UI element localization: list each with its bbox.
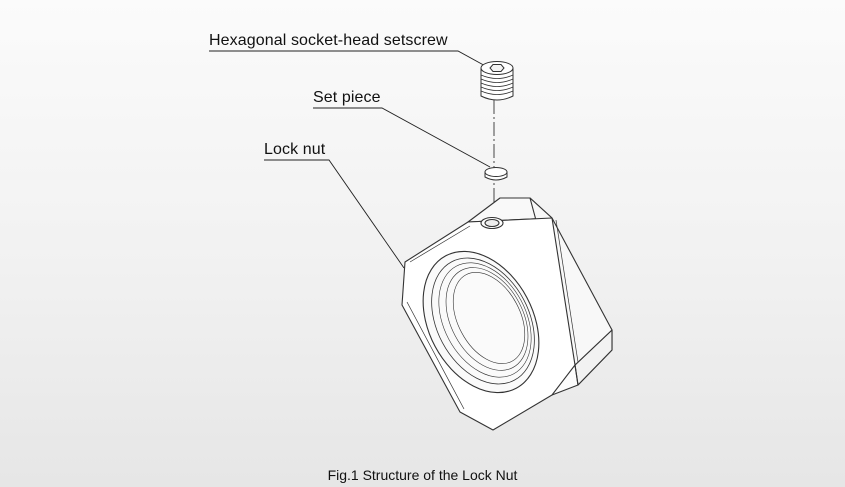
leader-lines <box>209 50 491 269</box>
leader-setscrew <box>209 50 490 69</box>
lock-nut-drawing <box>401 197 613 431</box>
leader-lock-nut <box>264 159 405 269</box>
label-lock-nut: Lock nut <box>264 141 326 158</box>
setscrew-drawing <box>480 61 514 101</box>
label-set-piece: Set piece <box>313 89 381 106</box>
leader-set-piece <box>313 107 491 168</box>
label-setscrew: Hexagonal socket-head setscrew <box>209 32 448 49</box>
set-piece-drawing <box>484 167 508 181</box>
figure-caption: Fig.1 Structure of the Lock Nut <box>327 467 518 483</box>
